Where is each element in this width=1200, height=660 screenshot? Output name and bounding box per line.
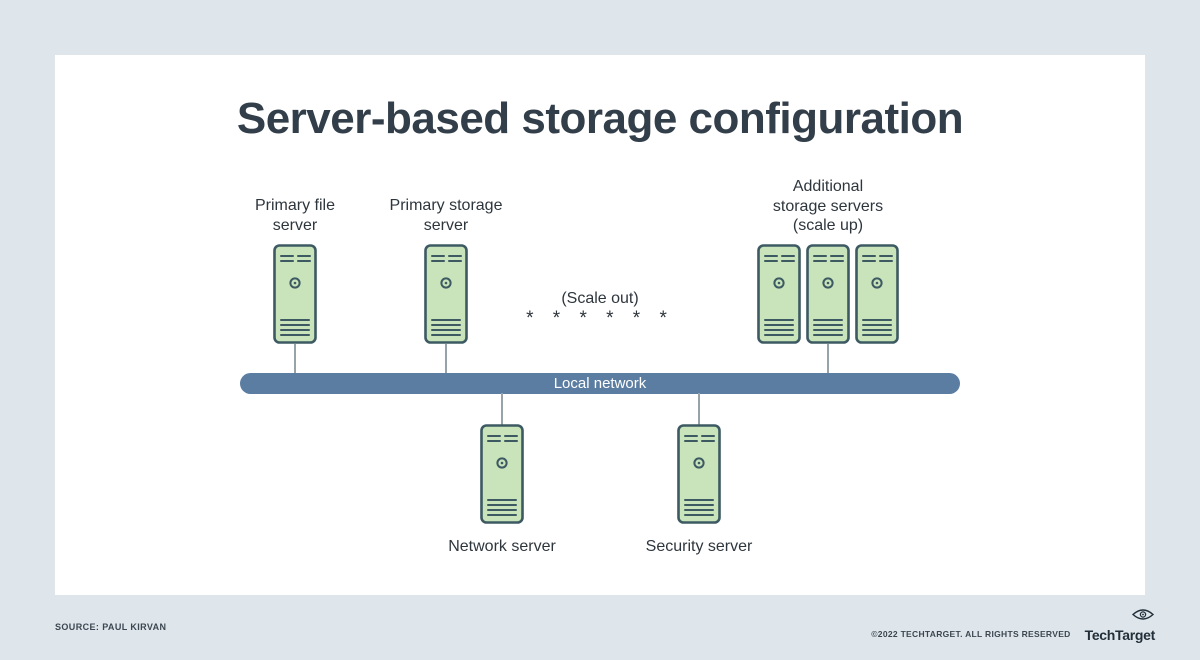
connector-network-server [501, 393, 503, 425]
local-network-bar: Local network [240, 373, 960, 394]
additional-storage-server-icon-1 [757, 244, 801, 344]
brand-name: TechTarget [1084, 627, 1156, 643]
techtarget-logo: TechTarget [1085, 608, 1155, 643]
primary-file-server-label: Primary file server [254, 197, 336, 234]
scale-out-asterisks: * * * * * * [526, 308, 674, 329]
connector-security-server [698, 393, 700, 425]
primary-storage-server-label: Primary storage server [389, 197, 503, 234]
footer-right: ©2022 TECHTARGET. ALL RIGHTS RESERVED Te… [871, 608, 1155, 643]
security-server-label: Security server [645, 538, 753, 555]
connector-additional-storage [827, 344, 829, 375]
security-server-icon [677, 424, 721, 524]
additional-storage-servers-label: Additional storage servers (scale up) [772, 178, 884, 235]
connector-primary-storage [445, 344, 447, 375]
primary-file-server-icon [273, 244, 317, 344]
connector-primary-file [294, 344, 296, 375]
additional-storage-server-icon-2 [806, 244, 850, 344]
eye-icon [1131, 608, 1155, 626]
diagram-card [55, 55, 1145, 595]
primary-storage-server-icon [424, 244, 468, 344]
copyright-text: ©2022 TECHTARGET. ALL RIGHTS RESERVED [871, 629, 1071, 639]
scale-out-label: (Scale out) [561, 290, 639, 307]
network-server-label: Network server [448, 538, 556, 555]
network-server-icon [480, 424, 524, 524]
additional-storage-server-icon-3 [855, 244, 899, 344]
source-credit: SOURCE: PAUL KIRVAN [55, 622, 167, 632]
page-title: Server-based storage configuration [236, 94, 964, 143]
